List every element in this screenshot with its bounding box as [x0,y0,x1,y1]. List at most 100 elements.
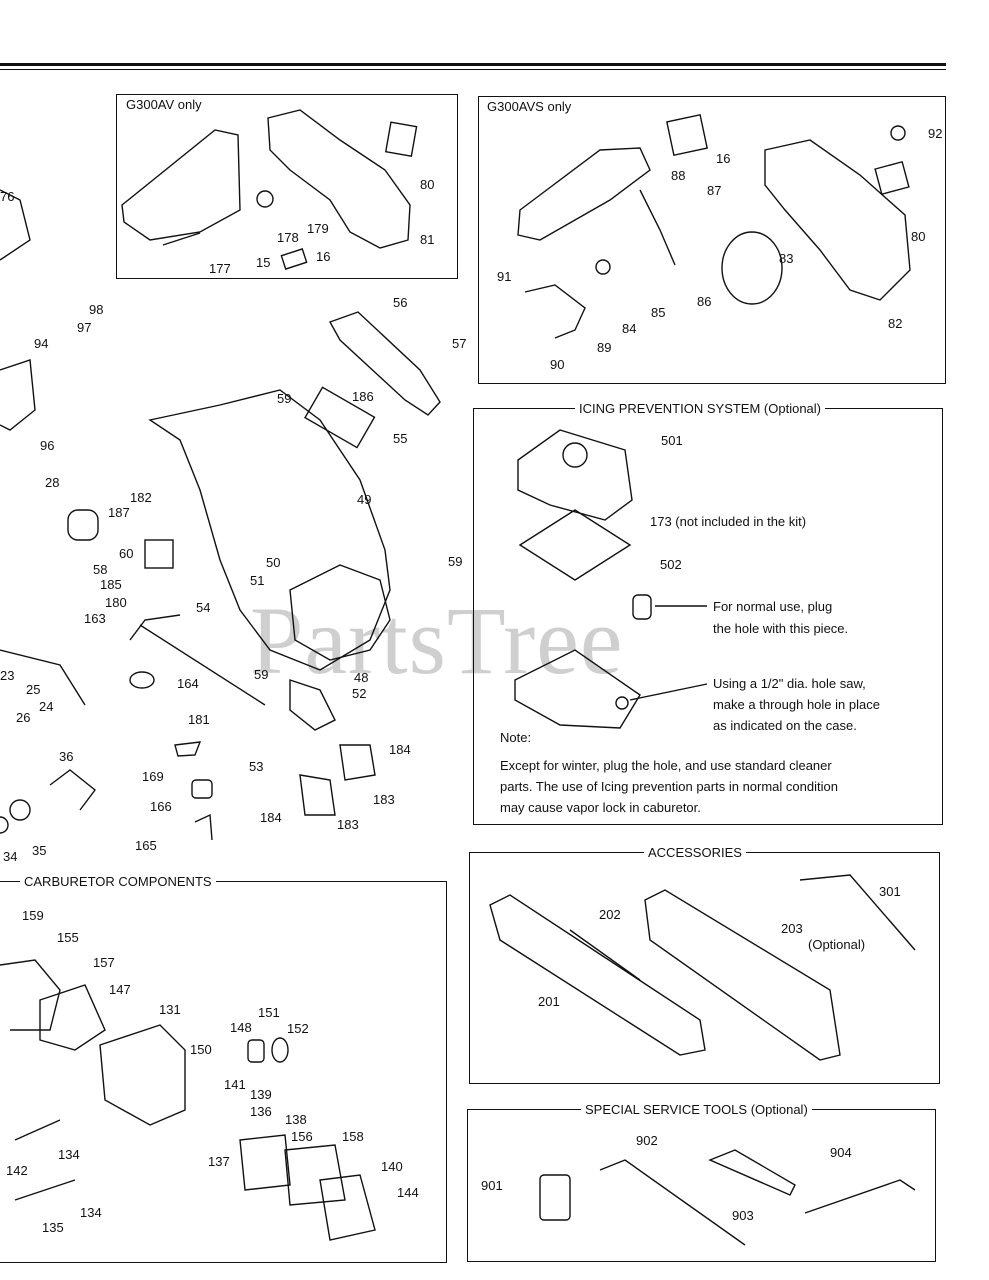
part-label: 80 [911,229,926,244]
note-line-3: may cause vapor lock in caburetor. [500,800,701,815]
part-label: 60 [119,546,134,561]
left-part-96 [0,359,36,431]
part-label: 135 [42,1220,64,1235]
part-label: 136 [250,1104,272,1119]
part-label: 25 [26,682,41,697]
part-label: 164 [177,676,199,691]
part-label: 59 [448,554,463,569]
g300avs-title: G300AVS only [487,99,572,114]
part-165 [194,813,213,841]
instr-saw-2: make a through hole in place [713,697,880,712]
part-label: 169 [142,769,164,784]
part-label: 59 [254,667,269,682]
part-label: 139 [250,1087,272,1102]
part-label: 28 [45,475,60,490]
part-label: 150 [190,1042,212,1057]
part-label: 183 [337,817,359,832]
g300avs-box [478,96,946,384]
part-label: 90 [550,357,565,372]
part-label: 502 [660,557,682,572]
part-label: 165 [135,838,157,853]
top-rule-thin [0,69,946,70]
part-label: 178 [277,230,299,245]
part-label: 184 [389,742,411,757]
g300av-plate [384,121,418,158]
g300avs-handguard [517,147,651,241]
part-label: 134 [58,1147,80,1162]
carb-148 [247,1039,265,1063]
part-label: 179 [307,221,329,236]
spring-36 [49,769,96,811]
part-label: 35 [32,843,47,858]
part-label: 81 [420,232,435,247]
carb-title: CARBURETOR COMPONENTS [20,874,216,889]
part-label: 141 [224,1077,246,1092]
part-label: 152 [287,1021,309,1036]
part-label: 83 [779,251,794,266]
part-label: 159 [22,908,44,923]
tool-903 [708,1149,796,1196]
note-line-1: Except for winter, plug the hole, and us… [500,758,832,773]
g300avs-bracket [524,284,586,339]
g300av-label [280,248,308,270]
part-label: 140 [381,1159,403,1174]
g300av-spring [256,190,274,208]
block-185 [144,539,174,569]
icing-plug-502 [632,594,652,620]
grommet-60 [67,509,99,541]
g300av-handguard [121,129,241,241]
washer-35 [9,799,31,821]
wrench-301 [799,874,916,951]
throttle-rod-181 [139,624,266,706]
handlebar-56 [328,311,441,416]
part-label: 53 [249,759,264,774]
part-label: 97 [77,320,92,335]
icing-cover-501 [517,429,633,521]
part-label: 186 [352,389,374,404]
part-label: 183 [373,792,395,807]
part-label: 501 [661,433,683,448]
part-label: 59 [277,391,292,406]
part-label: 36 [59,749,74,764]
carb-cover-140 [319,1174,376,1241]
carb-needle-135 [14,1179,76,1201]
part-166 [191,779,213,799]
part-label: 34 [3,849,18,864]
part-label: 91 [497,269,512,284]
instr-plug-2: the hole with this piece. [713,621,849,636]
g300avs-cover [764,139,911,301]
part-label: 202 [599,907,621,922]
part-label: 54 [196,600,211,615]
part-label: 84 [622,321,637,336]
part-label: 903 [732,1208,754,1223]
watermark: PartsTree [250,587,624,694]
tools-title: SPECIAL SERVICE TOOLS (Optional) [581,1102,812,1117]
part-label: 86 [697,294,712,309]
part-label: 92 [928,126,943,141]
cap-164 [129,671,155,689]
part-label: 94 [34,336,49,351]
g300avs-nut92 [890,125,906,141]
instr-saw-3: as indicated on the case. [713,718,857,733]
part-label: 15 [256,255,271,270]
instr-plug-1: For normal use, plug [713,599,833,614]
part-label: 144 [397,1185,419,1200]
g300avs-arm [639,189,676,266]
g300avs-sticker [874,160,910,196]
g300av-cover [267,109,411,249]
g300avs-plate16 [666,114,708,156]
part-label: 50 [266,555,281,570]
part-label: 23 [0,668,15,683]
part-label: 58 [93,562,108,577]
part-label: 80 [420,177,435,192]
note-173: 173 (not included in the kit) [650,514,807,529]
choke-rod-163 [129,614,181,641]
part-label: 57 [452,336,467,351]
carb-plate-158 [284,1144,346,1206]
saw-chain-202 [569,929,641,981]
carb-151 [271,1037,289,1063]
part-label: 156 [291,1129,313,1144]
lever-52 [289,679,336,731]
part-label: 163 [84,611,106,626]
